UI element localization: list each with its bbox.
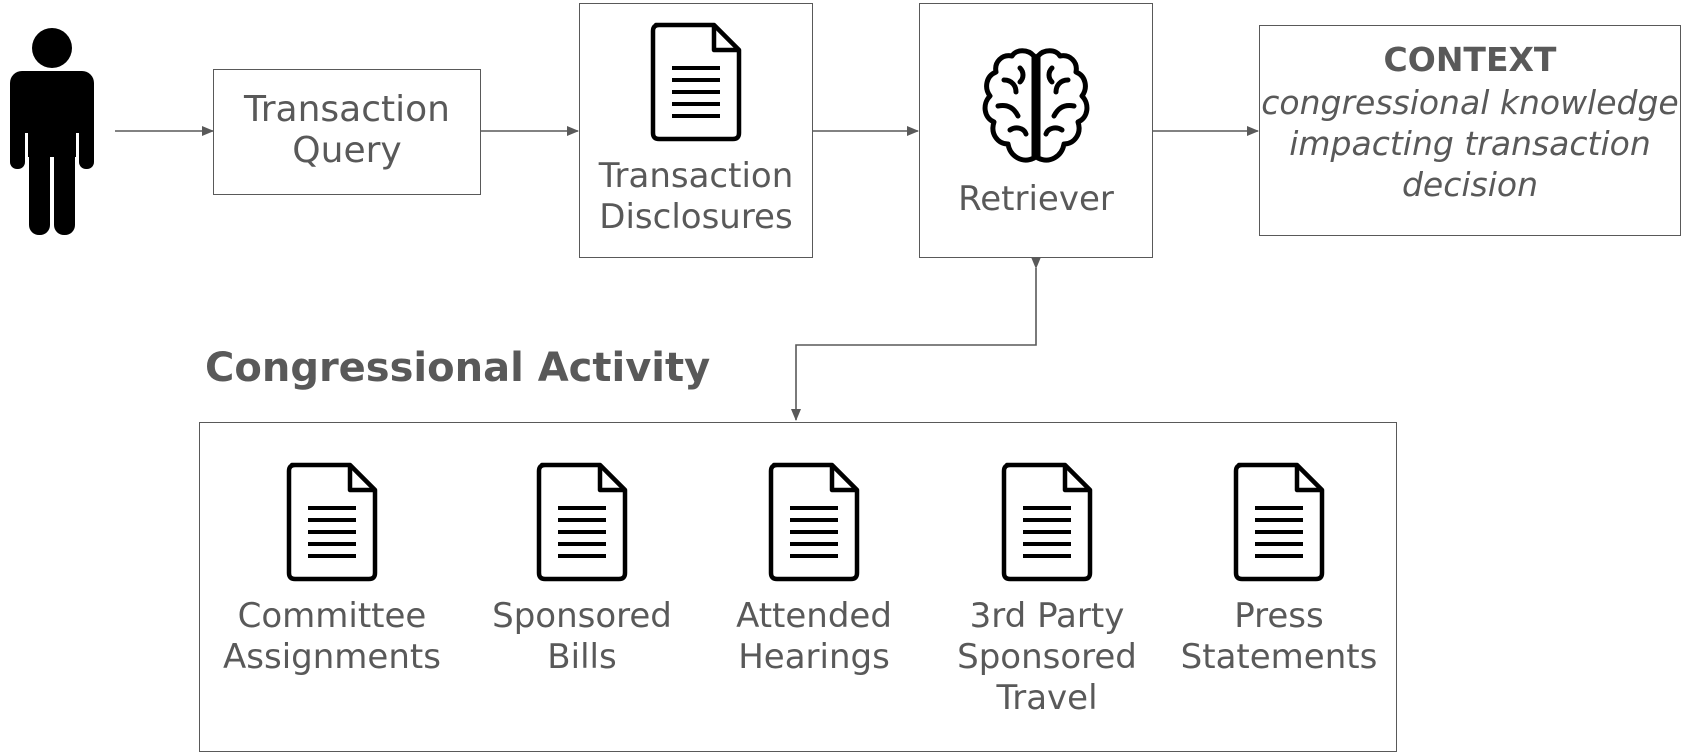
document-icon <box>650 22 742 142</box>
disclosures-label-line2: Disclosures <box>599 197 793 237</box>
activity-item-line2: Bills <box>547 637 617 677</box>
activity-item-line1: Press <box>1234 596 1324 636</box>
context-line2: impacting transaction <box>1289 124 1651 163</box>
activity-item-line3: Travel <box>996 678 1098 718</box>
retriever-node: Retriever <box>919 3 1153 258</box>
activity-item-line2: Statements <box>1180 637 1378 677</box>
section-title: Congressional Activity <box>205 345 711 391</box>
context-node: CONTEXT congressional knowledge impactin… <box>1259 25 1681 236</box>
activity-item-line2: Hearings <box>738 637 890 677</box>
document-icon <box>536 462 628 582</box>
query-label-line1: Transaction <box>244 89 450 130</box>
person-icon <box>10 28 94 235</box>
transaction-query-node: Transaction Query <box>213 69 481 195</box>
document-icon <box>768 462 860 582</box>
context-title: CONTEXT <box>1383 40 1557 79</box>
context-line3: decision <box>1401 165 1539 204</box>
document-icon <box>1233 462 1325 582</box>
transaction-disclosures-node: Transaction Disclosures <box>579 3 813 258</box>
brain-icon <box>982 48 1090 163</box>
retriever-label: Retriever <box>958 179 1114 219</box>
document-icon <box>286 462 378 582</box>
context-line1: congressional knowledge <box>1261 83 1679 122</box>
disclosures-label-line1: Transaction <box>598 156 794 196</box>
query-label-line2: Query <box>292 130 402 171</box>
activity-item-line2: Sponsored <box>957 637 1137 677</box>
arrow-retriever-activity-link <box>791 257 1041 421</box>
activity-item-line1: Sponsored <box>492 596 672 636</box>
document-icon <box>1001 462 1093 582</box>
activity-container <box>199 422 1397 752</box>
activity-item-line2: Assignments <box>223 637 441 677</box>
activity-item-line1: Attended <box>736 596 892 636</box>
activity-item-line1: 3rd Party <box>969 596 1125 636</box>
activity-item-line1: Committee <box>237 596 427 636</box>
